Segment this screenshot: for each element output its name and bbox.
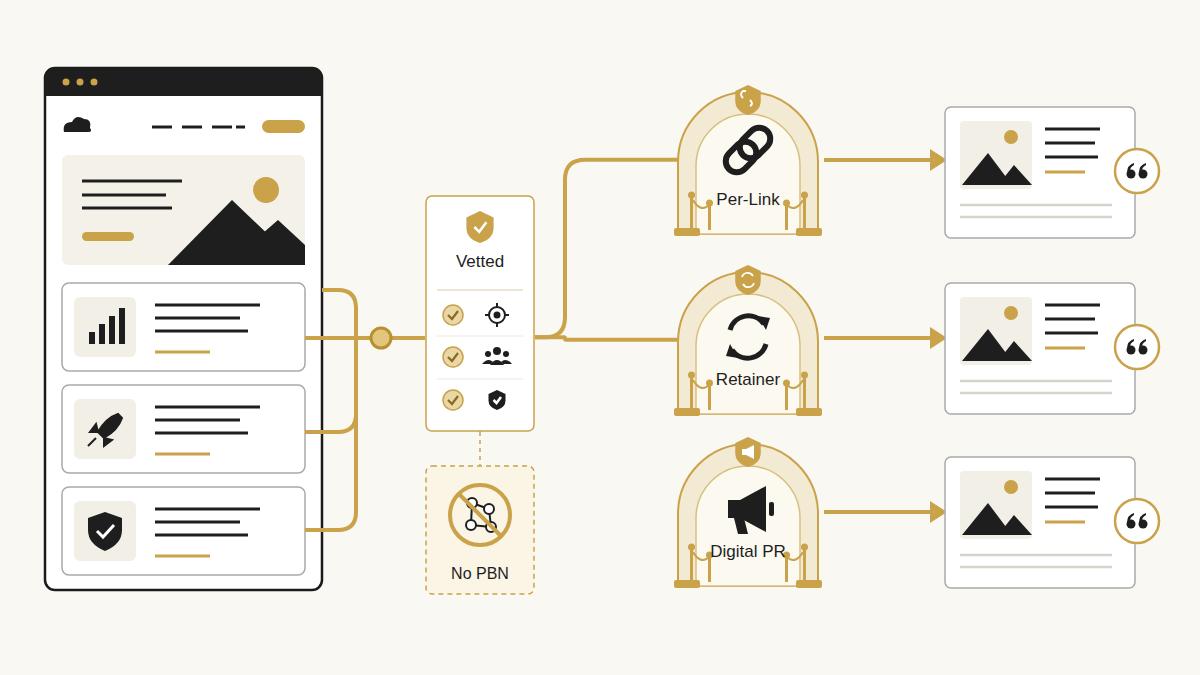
- connector: [535, 337, 678, 340]
- node-label: Per-Link: [668, 190, 828, 210]
- arch-shape: [668, 430, 828, 592]
- note-box: No PBN: [425, 465, 535, 595]
- node-label: Retainer: [668, 370, 828, 390]
- vetted-card: [425, 195, 535, 432]
- gateway-arch: Retainer: [668, 258, 828, 420]
- connector: [535, 160, 678, 337]
- node-label: Vetted: [425, 252, 535, 272]
- connector: [479, 432, 481, 465]
- arch-shape: [668, 78, 828, 240]
- node-label: No PBN: [425, 565, 535, 583]
- node-label: Digital PR: [668, 542, 828, 562]
- vetted-card: Vetted: [425, 195, 535, 432]
- gateway-arch: Per-Link: [668, 78, 828, 240]
- gateway-arch: Digital PR: [668, 430, 828, 592]
- arch-shape: [668, 258, 828, 420]
